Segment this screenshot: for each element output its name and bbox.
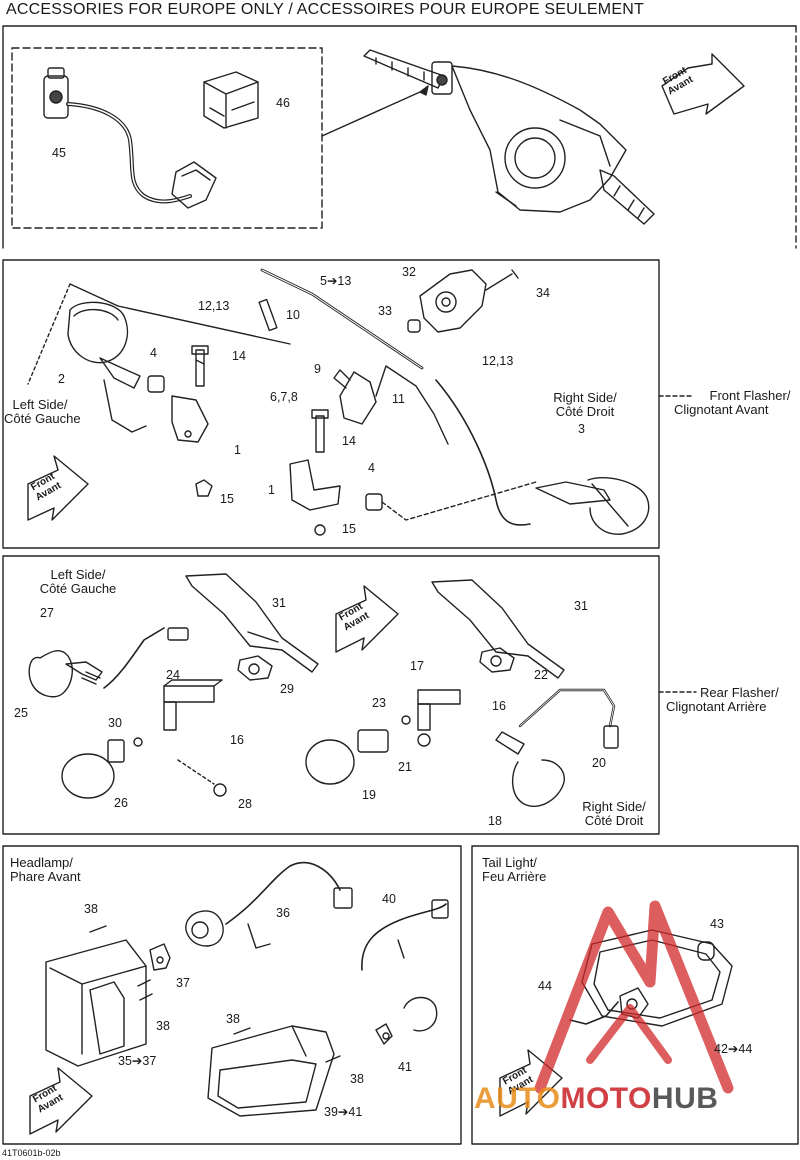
part-number-34: 34 [536,286,550,300]
front-arrow-left [27,455,89,521]
part-number-41: 41 [398,1060,412,1074]
tail-light-label-fr: Feu Arrière [482,869,547,884]
part-number-26: 26 [114,796,128,810]
left-side-label-fr: Côté Gauche [4,411,81,426]
part-number-33: 33 [378,304,392,318]
side-label-right-rear: Right Side/ Côté Droit [568,800,660,828]
section-label-front-flasher: Front Flasher/ Clignotant Avant [674,388,791,417]
part-number-28: 28 [238,797,252,811]
part-number-22: 22 [534,668,548,682]
part-number-12-13-a: 12,13 [198,299,230,313]
part-number-32: 32 [402,265,416,279]
left-side-label-fr: Côté Gauche [39,581,117,596]
part-number-17: 17 [410,659,424,673]
part-number-5-13: 5➔13 [320,274,352,288]
part-number-6-7-8: 6,7,8 [270,390,298,404]
rear-flasher-label-fr: Clignotant Arrière [666,699,767,714]
side-label-right-front: Right Side/ Côté Droit [540,391,630,419]
part-number-44: 44 [538,979,552,993]
part-number-9: 9 [314,362,321,376]
part-number-31-a: 31 [272,596,286,610]
front-arrow-top [661,53,745,115]
side-label-left-front: Left Side/ Côté Gauche [4,397,81,426]
part-number-18: 18 [488,814,502,828]
side-label-left-rear: Left Side/ Côté Gauche [28,568,128,596]
part-number-4-b: 4 [368,461,375,475]
watermark-auto: AUTO [474,1082,561,1115]
rear-flasher-drawing [28,573,619,807]
part-number-31-b: 31 [574,599,588,613]
front-flasher-label-fr: Clignotant Avant [674,402,769,417]
part-number-3: 3 [578,422,585,436]
part-number-10: 10 [286,308,300,322]
part-number-27: 27 [40,606,54,620]
rear-flasher-label-en: Rear Flasher/ [700,685,779,700]
part-number-24: 24 [166,668,180,682]
part-number-38-b: 38 [156,1019,170,1033]
watermark-text: AUTOMOTOHUB [474,1082,718,1116]
part-number-16-a: 16 [230,733,244,747]
part-number-39-41: 39➔41 [324,1105,363,1119]
part-number-16-b: 16 [492,699,506,713]
switch-kit-drawing [43,67,259,209]
tail-light-label-en: Tail Light/ [482,855,537,870]
front-flasher-label-en: Front Flasher/ [709,388,791,403]
left-side-label-en: Left Side/ [50,567,106,582]
section-label-rear-flasher: Rear Flasher/ Clignotant Arrière [666,685,800,714]
right-side-label-fr: Côté Droit [584,813,644,828]
front-flasher-drawing [27,268,650,536]
part-number-42-44: 42➔44 [714,1042,753,1056]
part-number-15-b: 15 [342,522,356,536]
part-number-30: 30 [108,716,122,730]
headlamp-label-en: Headlamp/ [10,855,73,870]
part-number-40: 40 [382,892,396,906]
watermark-logo [534,900,734,1094]
part-number-21: 21 [398,760,412,774]
part-number-4-a: 4 [150,346,157,360]
part-number-35-37: 35➔37 [118,1054,157,1068]
part-number-14-b: 14 [342,434,356,448]
part-number-1-b: 1 [268,483,275,497]
part-number-38-a: 38 [84,902,98,916]
part-number-19: 19 [362,788,376,802]
watermark-moto: MOTO [560,1082,652,1115]
part-number-1-a: 1 [234,443,241,457]
part-number-12-13-b: 12,13 [482,354,514,368]
section-label-headlamp: Headlamp/ Phare Avant [10,856,81,884]
part-number-43: 43 [710,917,724,931]
part-number-25: 25 [14,706,28,720]
part-number-23: 23 [372,696,386,710]
part-number-36: 36 [276,906,290,920]
handlebar-drawing [321,49,655,225]
right-side-label-en: Right Side/ [582,799,646,814]
part-number-37: 37 [176,976,190,990]
part-number-45: 45 [52,146,66,160]
left-side-label-en: Left Side/ [12,397,68,412]
part-number-15-a: 15 [220,492,234,506]
part-number-38-c: 38 [226,1012,240,1026]
part-number-2: 2 [58,372,65,386]
headlamp-drawing [45,861,449,1117]
front-arrow-headlamp [29,1067,93,1135]
page-title: ACCESSORIES FOR EUROPE ONLY / ACCESSOIRE… [6,1,644,18]
drawing-reference: 41T0601b-02b [2,1148,61,1158]
front-arrow-mid [335,585,399,653]
panel-borders [2,25,799,1145]
part-number-14-a: 14 [232,349,246,363]
watermark-hub: HUB [651,1082,719,1115]
right-side-label-en: Right Side/ [553,390,617,405]
section-label-tail-light: Tail Light/ Feu Arrière [482,856,546,884]
part-number-11: 11 [392,392,405,406]
headlamp-label-fr: Phare Avant [10,869,81,884]
part-number-20: 20 [592,756,606,770]
front-arrow-taillight [499,1049,563,1117]
right-side-label-fr: Côté Droit [555,404,615,419]
part-number-46: 46 [276,96,290,110]
part-number-38-d: 38 [350,1072,364,1086]
part-number-29: 29 [280,682,294,696]
